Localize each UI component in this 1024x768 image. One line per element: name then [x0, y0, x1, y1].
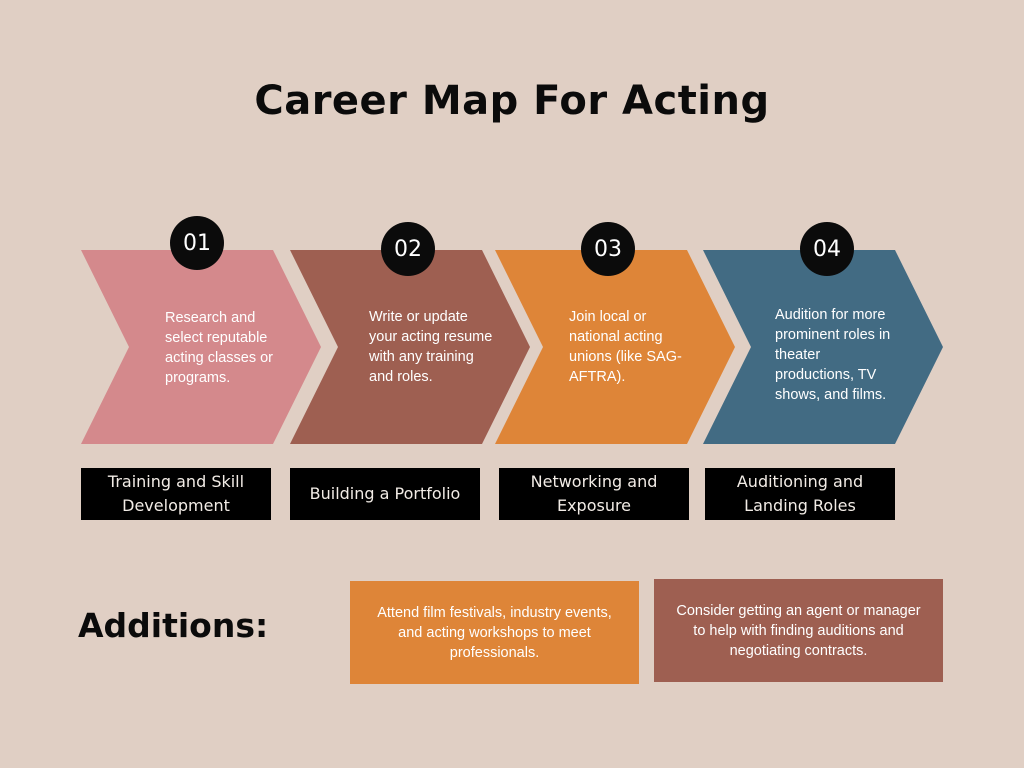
step-3-number: 03 [581, 222, 635, 276]
chevron-2 [290, 250, 530, 444]
step-4-number: 04 [800, 222, 854, 276]
addition-box-2: Consider getting an agent or manager to … [654, 579, 943, 682]
addition-box-1: Attend film festivals, industry events, … [350, 581, 639, 684]
step-2-description: Write or update your acting resume with … [369, 309, 493, 385]
step-1-number: 01 [170, 216, 224, 270]
step-2: 02 Write or update your acting resume wi… [290, 214, 530, 524]
addition-box-1-text: Attend film festivals, industry events, … [377, 604, 612, 661]
step-2-number: 02 [381, 222, 435, 276]
addition-box-2-text: Consider getting an agent or manager to … [676, 602, 921, 659]
step-3-label: Networking and Exposure [499, 468, 689, 520]
chevron-4 [703, 250, 943, 444]
step-1: 01 Research and select reputable acting … [81, 214, 321, 524]
chevron-3 [495, 250, 735, 444]
step-3: 03 Join local or national acting unions … [495, 214, 735, 524]
chevron-1 [81, 250, 321, 444]
step-1-label: Training and Skill Development [81, 468, 271, 520]
step-4: 04 Audition for more prominent roles in … [703, 214, 943, 524]
chevron-1-shape [81, 250, 321, 444]
step-4-label: Auditioning and Landing Roles [705, 468, 895, 520]
chevron-4-shape [703, 250, 943, 444]
chevron-2-shape [290, 250, 530, 444]
step-1-description: Research and select reputable acting cla… [165, 310, 273, 386]
step-3-description: Join local or national acting unions (li… [569, 309, 682, 385]
step-4-description: Audition for more prominent roles in the… [775, 307, 891, 403]
step-2-label: Building a Portfolio [290, 468, 480, 520]
chevron-3-shape [495, 250, 735, 444]
additions-heading: Additions: [78, 606, 269, 645]
page-title: Career Map For Acting [254, 78, 770, 124]
